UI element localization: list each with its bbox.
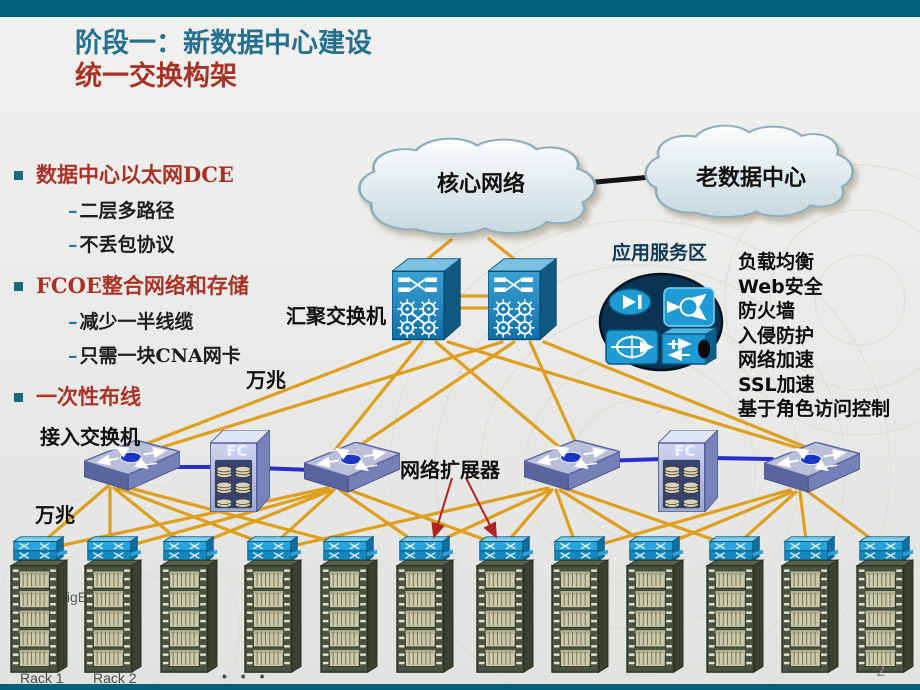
server-rack-icon [781, 536, 839, 673]
network-extender-label: 网络扩展器 [400, 458, 500, 482]
sub-bullet-dash: – [68, 200, 78, 222]
server-rack-icon [476, 536, 534, 673]
sub-bullet: –减少一半线缆 [10, 307, 320, 334]
ips-appliance-icon [605, 329, 659, 365]
service-item: 基于角色访问控制 [738, 398, 891, 420]
bullet-square-icon [14, 170, 23, 180]
racks-ellipsis: • • • [222, 668, 270, 684]
fc-label: FC [674, 442, 696, 460]
sub-bullet-label: 二层多路径 [79, 200, 175, 222]
top-accent-bar [0, 0, 920, 17]
sub-bullet-label: 不丢包协议 [79, 234, 175, 256]
ten-gig-label-lower: 万兆 [35, 503, 75, 527]
sub-bullet-dash: – [68, 311, 78, 333]
sub-bullet-label: 只需一块CNA网卡 [79, 345, 241, 367]
bottom-accent-bar [0, 684, 920, 690]
bullet-item: 数据中心以太网DCE [10, 159, 320, 189]
sub-bullet: –不丢包协议 [10, 230, 320, 257]
bullet-square-icon [14, 281, 23, 291]
rack2-label: Rack 2 [93, 670, 137, 686]
slide-title: 阶段一：新数据中心建设 统一交换构架 [75, 27, 372, 93]
bullet-label: 数据中心以太网DCE [36, 162, 234, 187]
server-rack-icon [160, 536, 218, 673]
service-item: 入侵防护 [738, 324, 815, 347]
bullet-list: 数据中心以太网DCE –二层多路径 –不丢包协议 FCOE整合网络和存储 –减少… [10, 146, 320, 415]
bullet-item: FCOE整合网络和存储 [10, 270, 320, 300]
access-switch-icon [764, 442, 860, 492]
service-item: 网络加速 [738, 349, 815, 371]
old-datacenter-cloud-label: 老数据中心 [695, 165, 806, 191]
rack1-label: Rack 1 [20, 670, 64, 686]
page-number: 2 [876, 662, 886, 680]
server-rack-icon [84, 536, 142, 673]
orange-links [34, 237, 884, 553]
firewall-appliance-icon [663, 287, 715, 327]
sub-bullet-label: 减少一半线缆 [79, 311, 194, 333]
server-rack-icon [706, 536, 764, 673]
sub-bullet-dash: – [68, 234, 78, 256]
title-line-2: 统一交换构架 [75, 61, 237, 92]
server-racks [10, 536, 914, 673]
sub-bullet: –二层多路径 [10, 196, 320, 223]
bullet-label: FCOE整合网络和存储 [36, 273, 249, 298]
aggregation-switch-icon [392, 257, 462, 341]
server-rack-icon [626, 536, 684, 673]
server-rack-icon [10, 536, 68, 673]
server-rack-icon [396, 536, 454, 673]
service-item: 负载均衡 [738, 251, 815, 273]
service-item: 防火墙 [738, 300, 796, 322]
sub-bullet-dash: – [68, 345, 78, 367]
app-service-zone-icon [598, 272, 724, 372]
aggregation-switch-label: 汇聚交换机 [286, 304, 386, 328]
aggregation-switch-icon [488, 257, 558, 341]
ten-gig-label-upper: 万兆 [246, 368, 286, 392]
server-rack-icon [551, 536, 609, 673]
accelerator-appliance-icon [660, 327, 718, 365]
server-rack-icon [856, 536, 914, 673]
bullet-item: 一次性布线 [10, 381, 320, 411]
extender-pointer-arrows [431, 477, 497, 539]
server-rack-icon [244, 536, 302, 673]
sub-bullet: –只需一块CNA网卡 [10, 341, 320, 368]
load-balancer-icon [608, 288, 652, 316]
core-network-cloud-label: 核心网络 [436, 171, 525, 197]
bullet-square-icon [14, 392, 23, 402]
app-service-zone-label: 应用服务区 [612, 242, 708, 264]
server-rack-icon [320, 536, 378, 673]
access-switch-label: 接入交换机 [40, 425, 140, 449]
title-line-1: 阶段一：新数据中心建设 [75, 28, 372, 59]
bullet-label: 一次性布线 [36, 384, 141, 409]
service-item: Web安全 [738, 275, 823, 298]
fc-label: FC [226, 442, 248, 460]
service-item: SSL加速 [738, 373, 815, 396]
service-list: 负载均衡 Web安全 防火墙 入侵防护 网络加速 SSL加速 基于角色访问控制 [738, 250, 890, 422]
access-switch-icon [524, 440, 620, 490]
access-switch-icon [304, 442, 400, 492]
